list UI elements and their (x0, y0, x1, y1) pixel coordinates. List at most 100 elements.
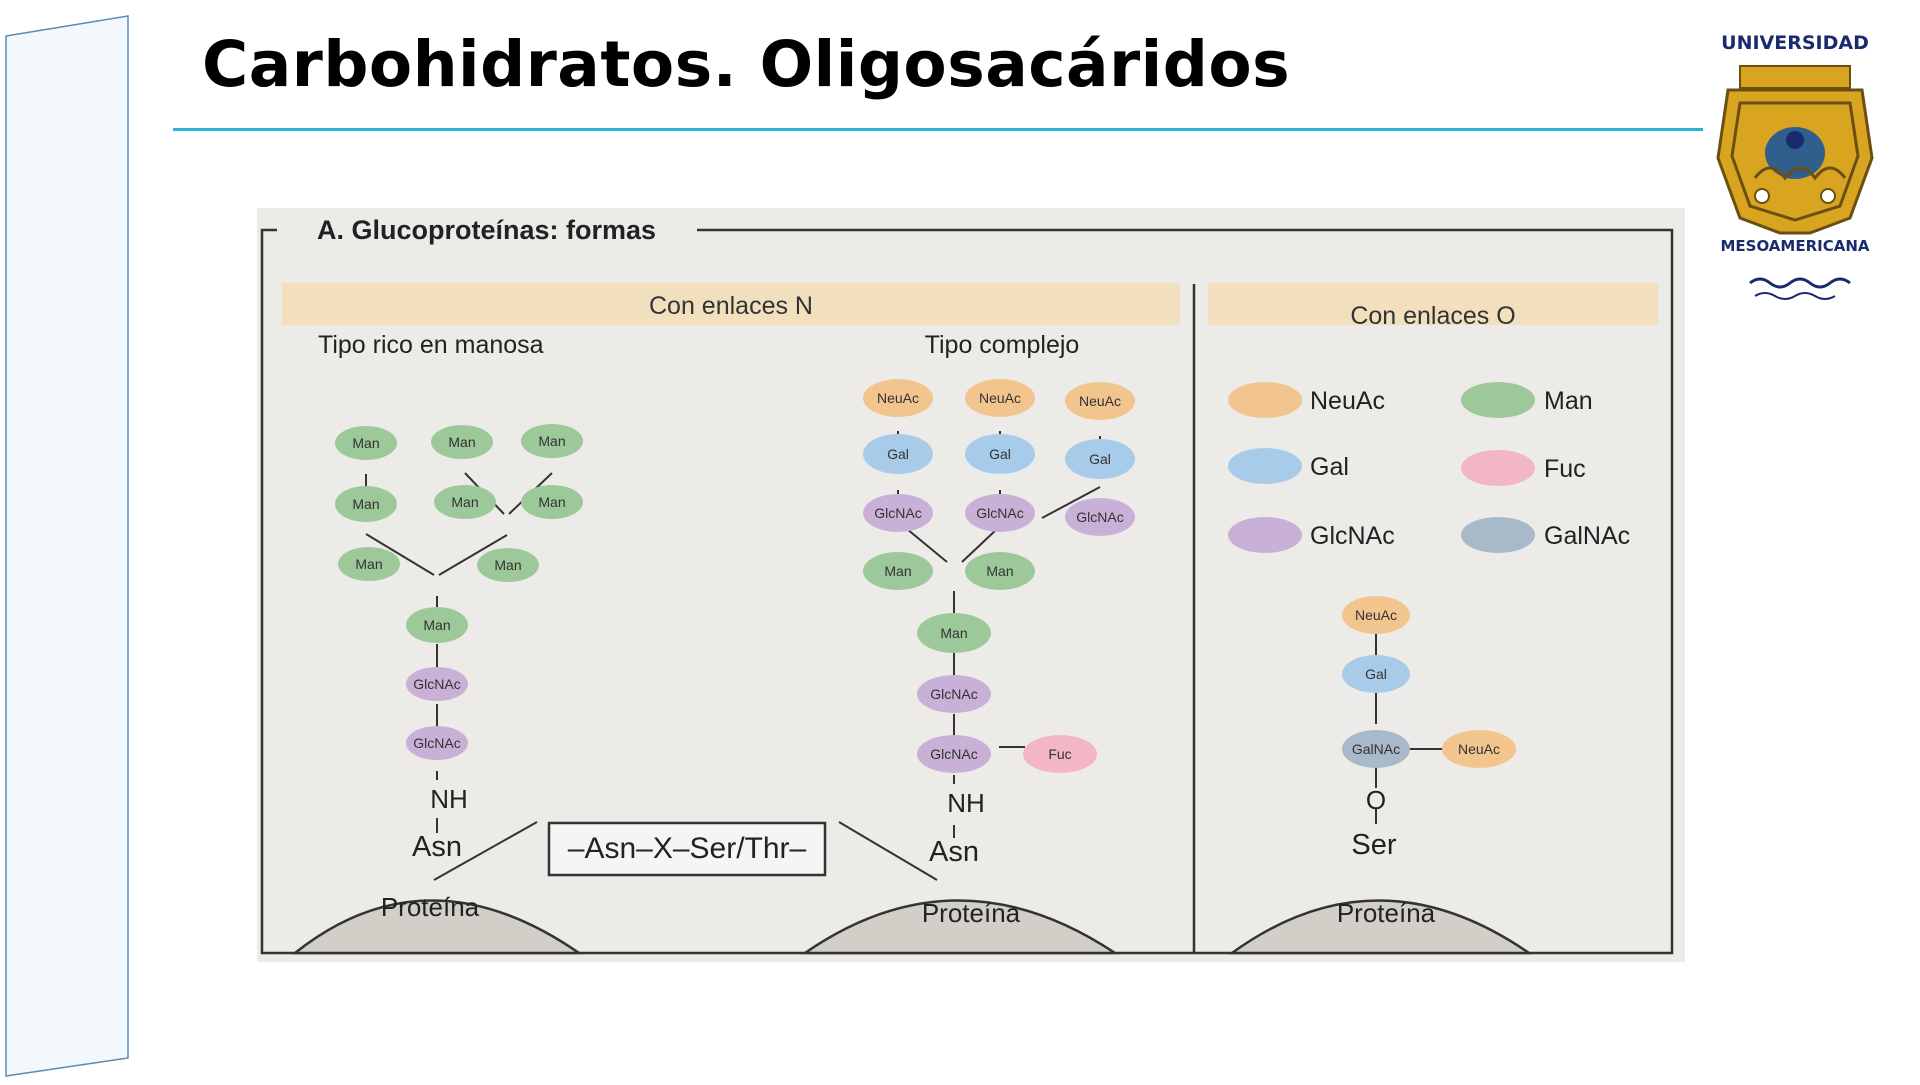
svg-text:Man: Man (884, 563, 911, 579)
neuac-node: NeuAc (863, 379, 933, 417)
gal-node: Gal (965, 434, 1035, 474)
legend-item: Man (1461, 382, 1593, 418)
neuac-node: NeuAc (965, 379, 1035, 417)
svg-text:GlcNAc: GlcNAc (930, 686, 977, 702)
complex-glycan: NeuAc NeuAc NeuAc Gal Gal Gal GlcNAc Glc… (863, 379, 1135, 773)
gal-node: Gal (863, 434, 933, 474)
svg-text:NeuAc: NeuAc (1310, 387, 1385, 415)
svg-text:Gal: Gal (887, 446, 909, 462)
svg-text:Man: Man (352, 435, 379, 451)
asn-left: Asn (412, 831, 462, 863)
glcnac-node: GlcNAc (917, 675, 991, 713)
svg-text:Man: Man (538, 433, 565, 449)
svg-text:GlcNAc: GlcNAc (413, 676, 460, 692)
nh-linker-left: NH (430, 784, 468, 814)
galnac-node: GalNAc (1342, 730, 1410, 768)
svg-text:Man: Man (940, 625, 967, 641)
svg-text:Man: Man (538, 494, 565, 510)
mannose-node: Man (338, 547, 400, 581)
ser-residue: Ser (1351, 829, 1396, 861)
protein-right (1228, 899, 1534, 955)
nh-linker-right: NH (947, 788, 985, 818)
svg-text:GlcNAc: GlcNAc (1310, 522, 1395, 550)
neuac-node: NeuAc (1065, 382, 1135, 420)
svg-text:NeuAc: NeuAc (1079, 393, 1121, 409)
legend-item: GalNAc (1461, 517, 1630, 553)
svg-text:GlcNAc: GlcNAc (976, 505, 1023, 521)
legend-item: Gal (1228, 448, 1349, 484)
legend-item: GlcNAc (1228, 517, 1395, 553)
svg-text:GlcNAc: GlcNAc (1076, 509, 1123, 525)
complex-type-label: Tipo complejo (925, 331, 1080, 359)
university-logo: UNIVERSIDAD MESOAMERICANA (1700, 28, 1890, 303)
svg-text:Man: Man (448, 434, 475, 450)
mannose-node: Man (335, 486, 397, 522)
protein-label-left: Proteína (381, 892, 480, 922)
neuac-node: NeuAc (1342, 596, 1410, 634)
n-linked-header-band (282, 283, 1180, 325)
glcnac-node: GlcNAc (917, 735, 991, 773)
o-linked-header-band (1208, 283, 1658, 325)
logo-top-text: UNIVERSIDAD (1721, 32, 1869, 54)
mannose-node: Man (477, 548, 539, 582)
n-linked-header: Con enlaces N (649, 292, 813, 320)
glcnac-node: GlcNAc (863, 494, 933, 532)
mannose-node: Man (521, 485, 583, 519)
high-mannose-label: Tipo rico en manosa (318, 331, 544, 359)
title-divider (173, 128, 1703, 131)
svg-text:Gal: Gal (989, 446, 1011, 462)
svg-text:Man: Man (494, 557, 521, 573)
svg-text:Fuc: Fuc (1048, 746, 1071, 762)
svg-text:GlcNAc: GlcNAc (874, 505, 921, 521)
high-mannose-glycan: Man Man Man Man Man Man Man Man Man GlcN… (335, 424, 583, 760)
mannose-node: Man (917, 613, 991, 653)
neuac-node: NeuAc (1442, 730, 1516, 768)
mannose-node: Man (965, 552, 1035, 590)
protein-left (291, 899, 584, 955)
svg-text:NeuAc: NeuAc (877, 390, 919, 406)
svg-text:NeuAc: NeuAc (1355, 607, 1397, 623)
glcnac-node: GlcNAc (965, 494, 1035, 532)
protein-middle (800, 899, 1120, 955)
mannose-node: Man (335, 426, 397, 460)
o-linked-header: Con enlaces O (1350, 302, 1515, 330)
sequon-callout: –Asn–X–Ser/Thr– (433, 821, 938, 881)
mannose-node: Man (406, 607, 468, 643)
side-bar-shape (5, 15, 129, 1077)
mannose-node: Man (863, 552, 933, 590)
o-linked-glycan: NeuAc Gal GalNAc NeuAc (1342, 596, 1516, 768)
legend-item: NeuAc (1228, 382, 1385, 418)
mannose-node: Man (434, 485, 496, 519)
svg-text:Man: Man (423, 617, 450, 633)
svg-text:Man: Man (355, 556, 382, 572)
university-seal-icon (1716, 65, 1874, 300)
glcnac-node: GlcNAc (406, 726, 468, 760)
glcnac-node: GlcNAc (1065, 498, 1135, 536)
svg-text:Man: Man (451, 494, 478, 510)
svg-text:Gal: Gal (1089, 451, 1111, 467)
svg-text:Fuc: Fuc (1544, 455, 1586, 483)
svg-text:GalNAc: GalNAc (1352, 741, 1400, 757)
svg-text:Gal: Gal (1310, 453, 1349, 481)
mannose-node: Man (431, 425, 493, 459)
svg-text:Man: Man (352, 496, 379, 512)
o-linker: O (1366, 785, 1386, 815)
slide-title: Carbohidratos. Oligosacáridos (202, 28, 1291, 101)
svg-text:Man: Man (986, 563, 1013, 579)
protein-domes (291, 899, 1534, 955)
sugar-legend: NeuAc Man Gal Fuc GlcNAc GalNAc (1228, 382, 1630, 553)
figure-heading: A. Glucoproteínas: formas (317, 215, 656, 245)
left-decorative-panel (0, 0, 140, 1080)
sequon-text: –Asn–X–Ser/Thr– (568, 832, 807, 865)
svg-text:NeuAc: NeuAc (1458, 741, 1500, 757)
svg-text:NeuAc: NeuAc (979, 390, 1021, 406)
svg-text:GlcNAc: GlcNAc (413, 735, 460, 751)
asn-right: Asn (929, 836, 979, 868)
svg-text:GalNAc: GalNAc (1544, 522, 1630, 550)
svg-text:Gal: Gal (1365, 666, 1387, 682)
glcnac-node: GlcNAc (406, 667, 468, 701)
svg-text:GlcNAc: GlcNAc (930, 746, 977, 762)
legend-item: Fuc (1461, 450, 1586, 486)
gal-node: Gal (1342, 655, 1410, 693)
fucose-node: Fuc (1023, 735, 1097, 773)
